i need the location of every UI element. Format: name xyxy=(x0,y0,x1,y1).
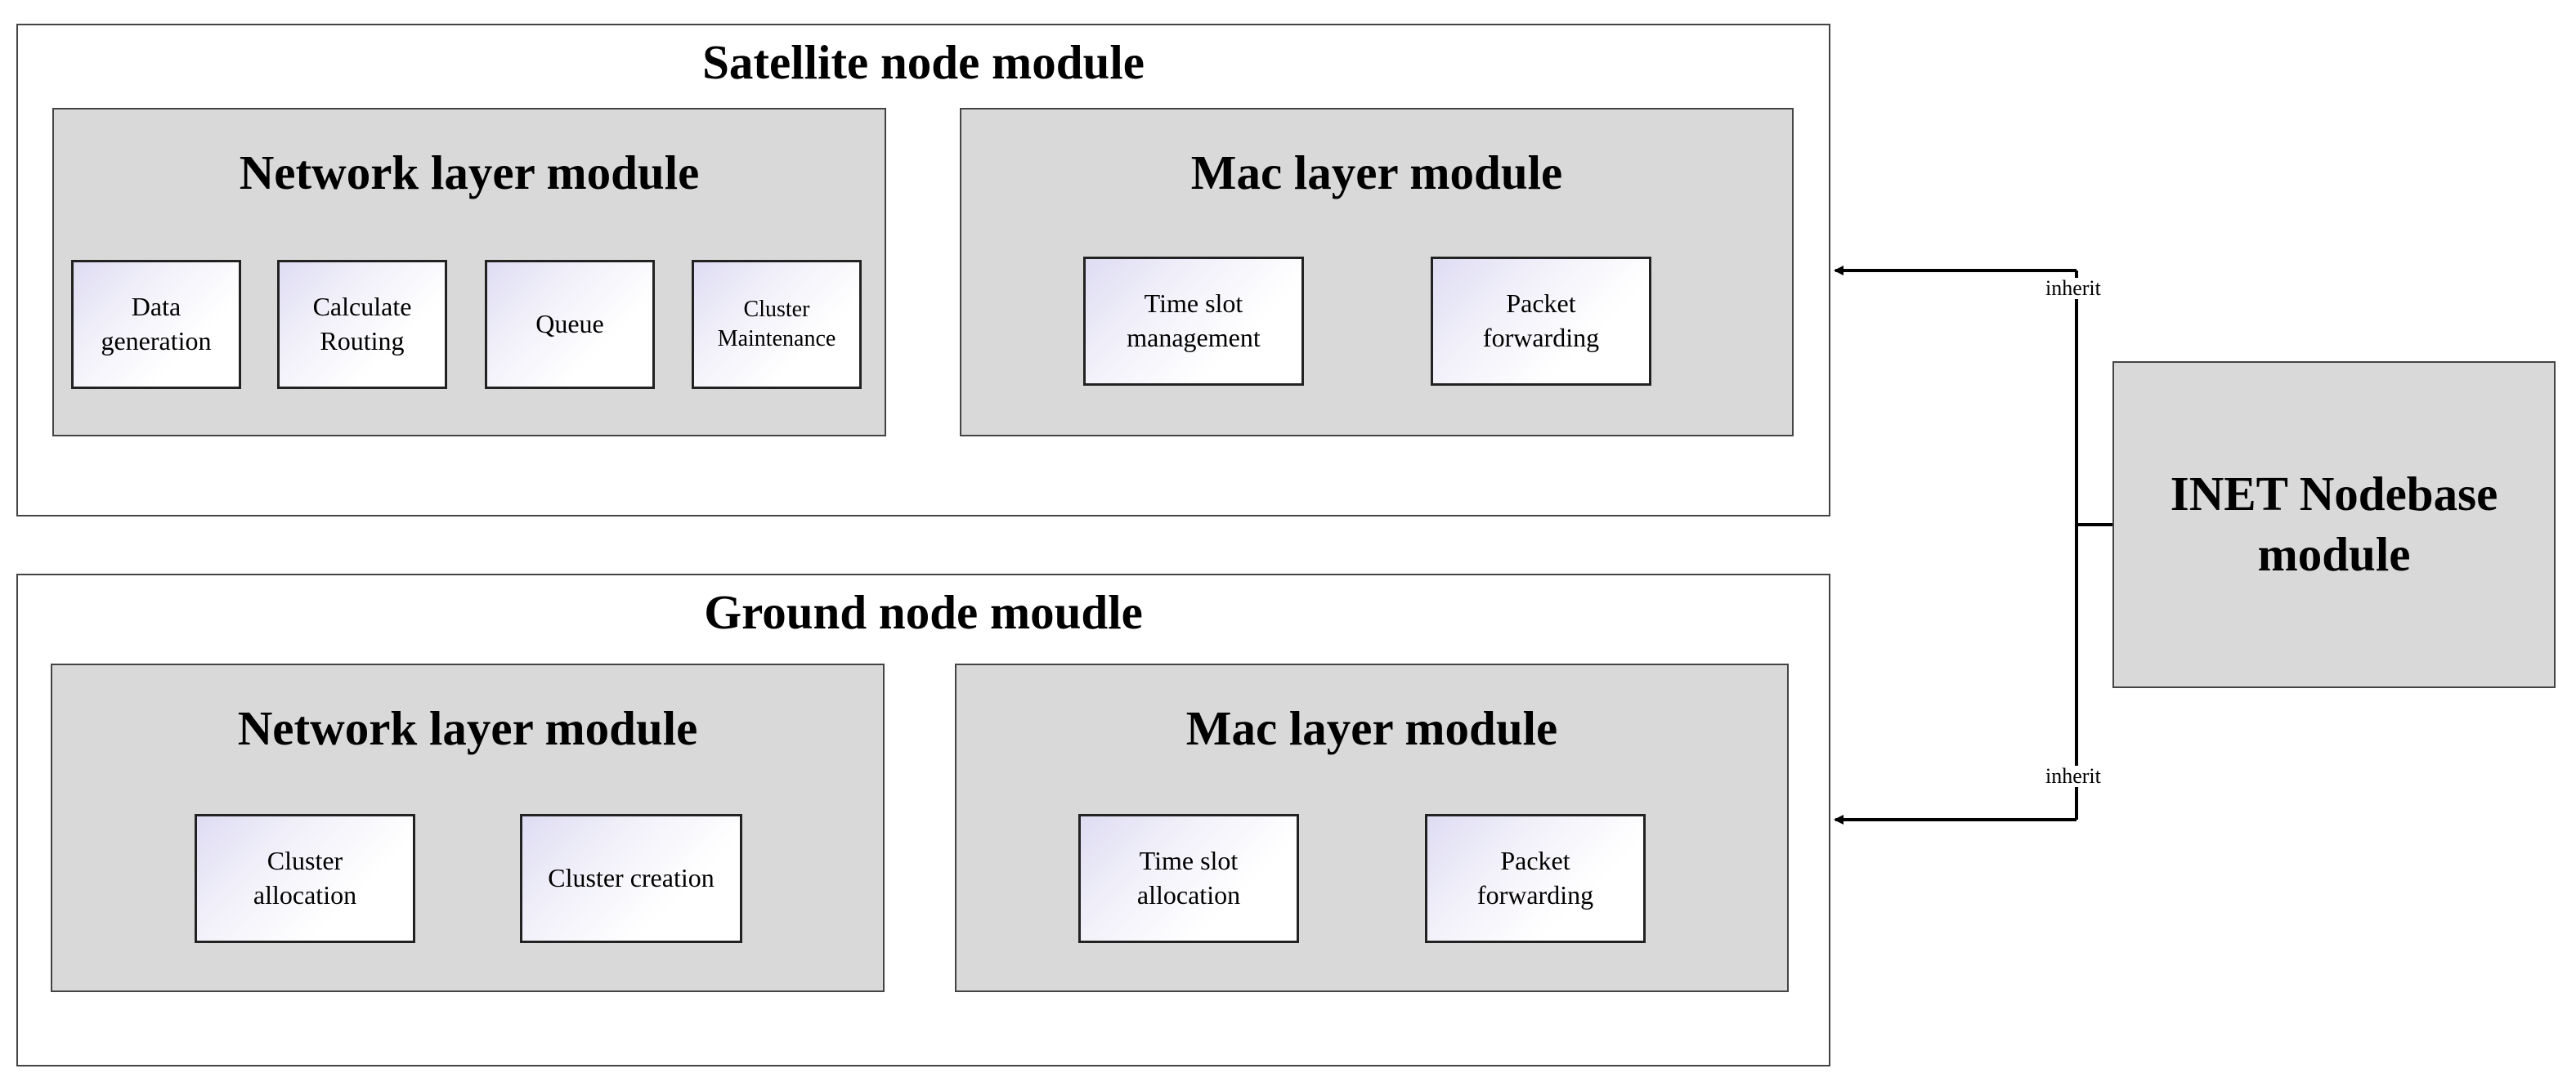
satellite-network-layer-title: Network layer module xyxy=(239,145,700,199)
queue-box: Queue xyxy=(485,260,655,389)
inherit-label-top: inherit xyxy=(2044,276,2103,300)
cluster-creation-box: Cluster creation xyxy=(520,814,742,943)
satellite-mac-layer-title: Mac layer module xyxy=(1190,145,1563,199)
ground-network-layer-title: Network layer module xyxy=(237,701,698,755)
satellite-node-module-title: Satellite node module xyxy=(702,35,1145,89)
ground-node-module-title: Ground node moudle xyxy=(704,585,1143,639)
ground-mac-layer-title: Mac layer module xyxy=(1185,701,1558,755)
ground-node-module: Ground node moudle Network layer module … xyxy=(16,574,1830,1066)
inherit-label-bottom: inherit xyxy=(2044,764,2103,788)
satellite-node-module: Satellite node module Network layer modu… xyxy=(16,24,1830,516)
